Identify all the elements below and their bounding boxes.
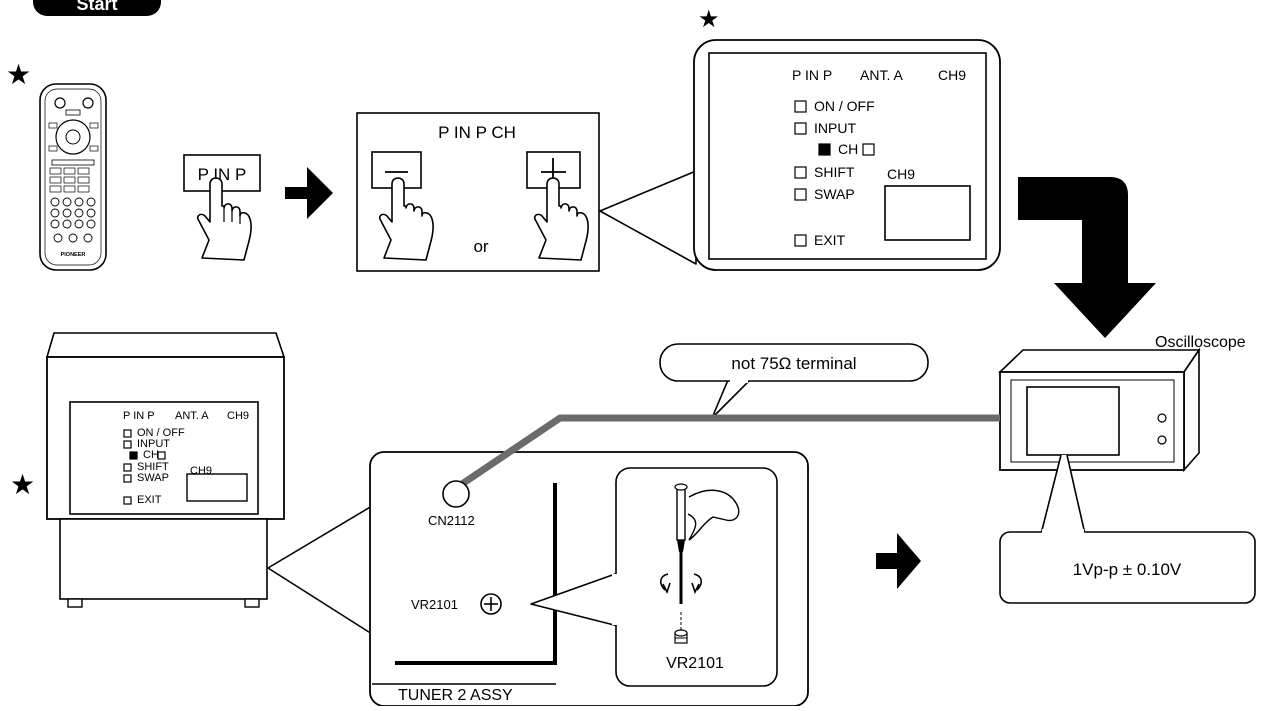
pinp-ch-title: P IN P CH: [438, 123, 516, 142]
menu-item-label: EXIT: [137, 494, 162, 506]
tv-monitor: P IN P ANT. A CH9 ON / OFFINPUTCHSHIFTSW…: [45, 332, 286, 608]
osd-menu-list: ON / OFF INPUT CH SHIFT SWAP EXIT: [794, 98, 875, 248]
arrow-right-icon: [876, 533, 921, 589]
tuner-assembly-callout: CN2112 VR2101 TUNER 2 ASSY VR2101: [267, 451, 809, 707]
menu-checkbox: [794, 188, 807, 201]
start-badge: Start: [33, 0, 161, 16]
menu-item-label: CH: [838, 141, 858, 157]
osd-subwindow: [884, 185, 971, 241]
pointing-hand-icon: [533, 177, 589, 261]
pinp-button-press: P IN P: [183, 154, 261, 261]
menu-item-label: SHIFT: [137, 461, 169, 473]
probe-cable: [460, 414, 1000, 487]
menu-checkbox: [123, 429, 132, 438]
reading-callout: 1Vp-p ± 0.10V: [999, 454, 1256, 604]
menu-item-label: EXIT: [814, 232, 846, 248]
menu-checkbox: [123, 463, 132, 472]
menu-checkbox: [123, 496, 132, 505]
menu-item-label: SWAP: [814, 186, 855, 202]
menu-item-label: INPUT: [137, 438, 170, 450]
terminal-callout: not 75Ω terminal: [659, 343, 929, 419]
oscilloscope-label: Oscilloscope: [1155, 334, 1246, 351]
star-icon: ★: [6, 59, 31, 90]
menu-item-label: INPUT: [814, 120, 856, 136]
oscilloscope-knob: [1157, 435, 1167, 445]
menu-checkbox: [818, 143, 831, 156]
tv-osd-channel: CH9: [227, 410, 249, 422]
tuner-assembly-label: TUNER 2 ASSY: [398, 687, 513, 704]
menu-item-label: ON / OFF: [137, 427, 185, 439]
terminal-note: not 75Ω terminal: [731, 354, 856, 373]
or-label: or: [473, 237, 488, 256]
osd-mode: P IN P: [792, 67, 832, 83]
pointing-hand-icon: [378, 177, 434, 261]
arrow-down-curved-icon: [1018, 177, 1156, 338]
tv-osd-antenna: ANT. A: [175, 410, 209, 422]
menu-checkbox: [794, 100, 807, 113]
osd-subwindow-label: CH9: [887, 166, 915, 182]
menu-checkbox: [794, 122, 807, 135]
menu-checkbox: [862, 143, 875, 156]
connector-label: CN2112: [428, 513, 475, 528]
star-icon: ★: [10, 469, 35, 500]
remote-brand-label: PIONEER: [61, 252, 86, 258]
menu-checkbox: [123, 474, 132, 483]
oscilloscope-knob: [1157, 413, 1167, 423]
tv-osd-mode: P IN P: [123, 410, 155, 422]
menu-item-label: SWAP: [137, 472, 169, 484]
arrow-right-icon: [285, 167, 333, 219]
pinp-button-label: P IN P: [198, 165, 247, 184]
adjuster-detail-label: VR2101: [666, 655, 724, 672]
oscilloscope: [998, 347, 1201, 473]
menu-item-label: SHIFT: [814, 164, 855, 180]
start-label: Start: [76, 0, 117, 14]
star-icon: ★: [698, 6, 720, 33]
osd-channel: CH9: [938, 67, 966, 83]
menu-checkbox: [157, 451, 166, 460]
menu-item-label: CH: [143, 449, 159, 461]
adjuster-label: VR2101: [411, 597, 458, 612]
cn2112-connector-icon: [442, 480, 470, 508]
reading-value: 1Vp-p ± 0.10V: [1073, 560, 1182, 579]
osd-antenna: ANT. A: [860, 67, 903, 83]
menu-checkbox: [794, 234, 807, 247]
menu-checkbox: [129, 451, 138, 460]
screwdriver-icon: [659, 483, 740, 644]
osd-screen-callout: P IN P ANT. A CH9 ON / OFF INPUT CH SHIFT SW…: [599, 39, 1001, 271]
menu-checkbox: [123, 440, 132, 449]
pinp-ch-panel: P IN P CH or: [356, 112, 600, 272]
remote-control-icon: PIONEER: [39, 83, 107, 271]
menu-checkbox: [794, 166, 807, 179]
menu-item-label: ON / OFF: [814, 98, 875, 114]
oscilloscope-screen: [1026, 386, 1120, 456]
